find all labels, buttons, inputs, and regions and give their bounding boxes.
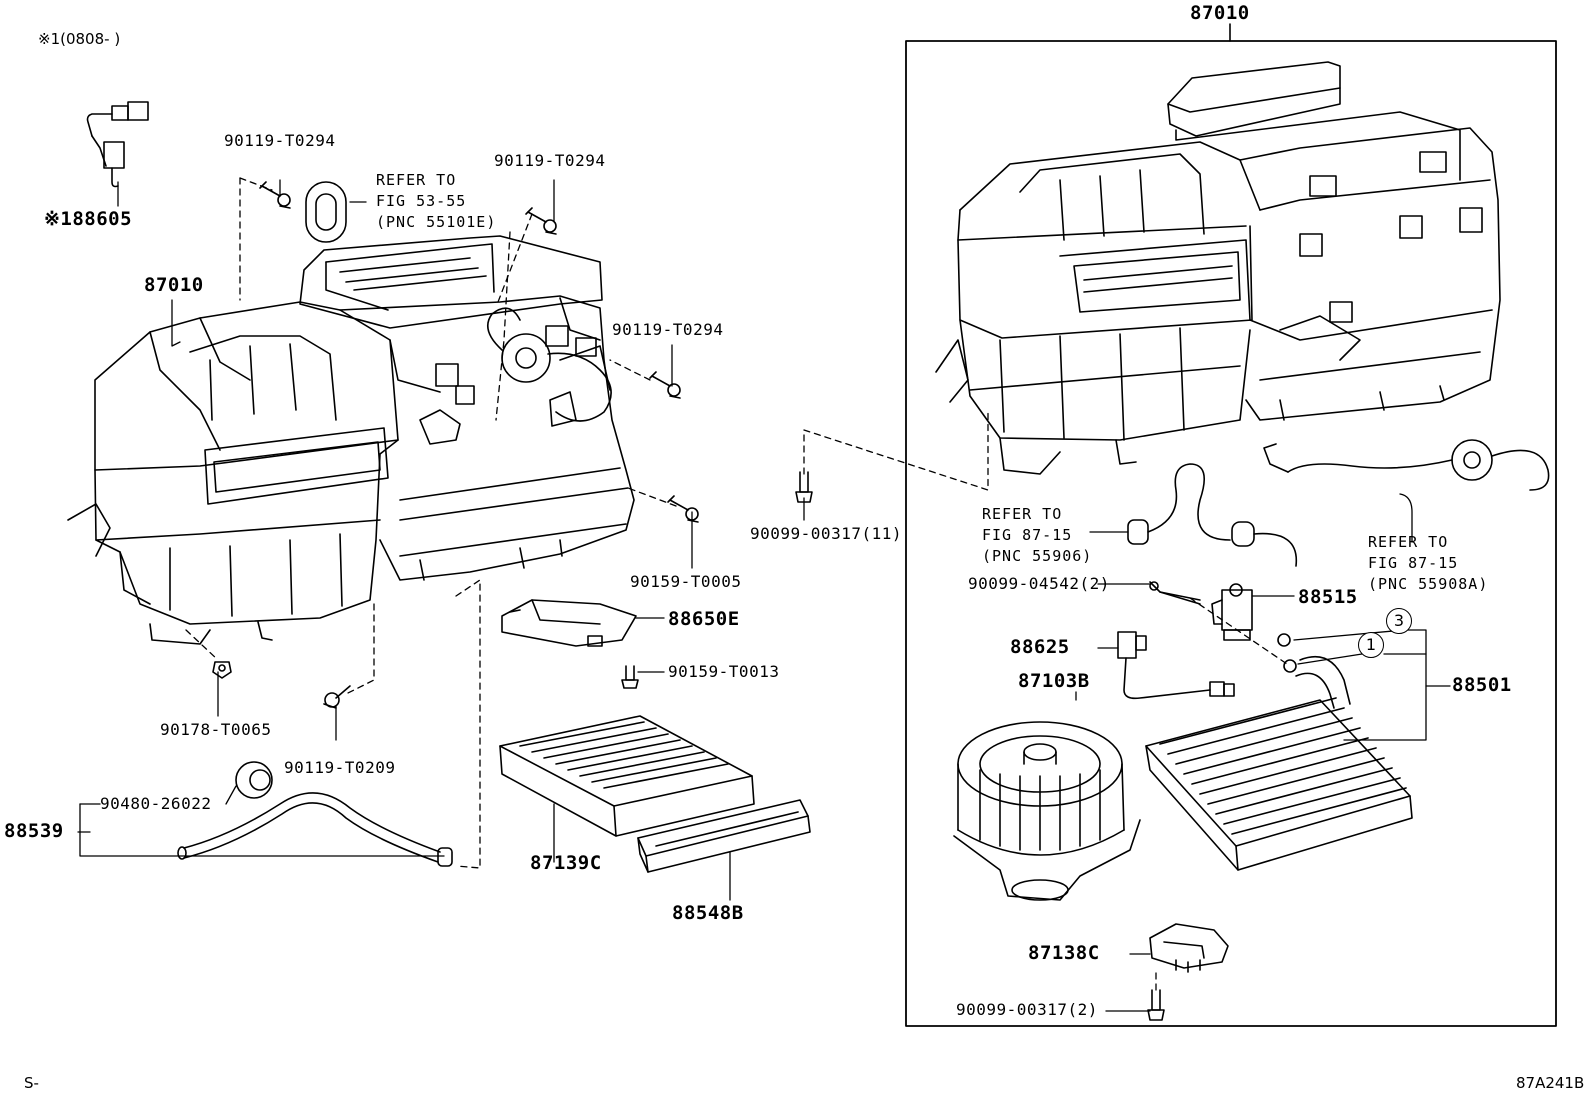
label-88605: ※188605 <box>44 208 133 230</box>
label-90159-t0013: 90159-T0013 <box>668 662 780 681</box>
o-ring-1 <box>1283 659 1297 673</box>
label-90178-t0065: 90178-T0065 <box>160 720 272 739</box>
label-88625: 88625 <box>1010 636 1070 658</box>
hvac-unit-right-drawing <box>935 61 1501 475</box>
refer-55908a-line1: REFER TO <box>1368 533 1449 551</box>
label-90119-t0294-a: 90119-T0294 <box>224 131 336 150</box>
resistor-87138c-drawing <box>1149 923 1229 973</box>
blower-motor-87103b-drawing <box>953 721 1141 901</box>
bolt-90119-t0294-a <box>259 181 291 209</box>
refer-note-55906: REFER TO FIG 87-15 (PNC 55906) <box>982 504 1092 567</box>
callout-circle-3: 3 <box>1386 608 1412 634</box>
assembly-frame-87010 <box>905 40 1557 1027</box>
label-90119-t0294-b: 90119-T0294 <box>494 151 606 170</box>
label-90119-t0209: 90119-T0209 <box>284 758 396 777</box>
refer-55101e-line2: FIG 53-55 <box>376 192 467 210</box>
label-90480-26022: 90480-26022 <box>100 794 212 813</box>
dashed-alignment-lines <box>185 177 1291 991</box>
header-note: ※1(0808- ) <box>38 30 121 48</box>
label-90099-00317-11: 90099-00317(11) <box>750 524 902 543</box>
label-87010-right: 87010 <box>1190 2 1250 24</box>
refer-55906-line2: FIG 87-15 <box>982 526 1073 544</box>
sensor-55908a-drawing <box>1263 439 1550 491</box>
label-88539: 88539 <box>4 820 64 842</box>
bolt-90119-t0294-c <box>649 371 681 399</box>
cover-88548b-drawing <box>637 799 811 873</box>
bolt-90119-t0209 <box>323 685 351 709</box>
refer-55906-line1: REFER TO <box>982 505 1063 523</box>
label-88515: 88515 <box>1298 586 1358 608</box>
evaporator-88501-drawing <box>1145 655 1413 871</box>
refer-55101e-line1: REFER TO <box>376 171 457 189</box>
filter-87139c-drawing <box>499 715 755 837</box>
label-87138c: 87138C <box>1028 942 1100 964</box>
label-88501: 88501 <box>1452 674 1512 696</box>
refer-note-55101e: REFER TO FIG 53-55 (PNC 55101E) <box>376 170 496 233</box>
grommet-55101e-drawing <box>305 181 347 243</box>
label-88650e: 88650E <box>668 608 740 630</box>
label-88548b: 88548B <box>672 902 744 924</box>
figure-code: 87A241B <box>1516 1074 1585 1092</box>
bolt-90159-t0005 <box>667 495 699 523</box>
refer-55908a-line2: FIG 87-15 <box>1368 554 1459 572</box>
hvac-unit-left-drawing <box>67 235 635 645</box>
label-90119-t0294-c: 90119-T0294 <box>612 320 724 339</box>
label-90099-04542: 90099-04542(2) <box>968 574 1110 593</box>
screw-90099-00317-2 <box>1147 989 1165 1021</box>
valve-88515-drawing <box>1211 583 1253 641</box>
screw-90159-t0013 <box>621 665 639 689</box>
bolt-90119-t0294-b <box>525 207 557 235</box>
leader-lines <box>77 179 1451 1012</box>
sensor-88605-drawing <box>86 101 149 188</box>
harness-88625-drawing <box>1117 631 1235 700</box>
label-87103b: 87103B <box>1018 670 1090 692</box>
screw-90099-00317-11 <box>795 471 813 503</box>
refer-55101e-line3: (PNC 55101E) <box>376 213 497 231</box>
label-87139c: 87139C <box>530 852 602 874</box>
nut-90178-t0065 <box>212 661 232 679</box>
label-90159-t0005: 90159-T0005 <box>630 572 742 591</box>
footer-left-code: S- <box>24 1074 39 1092</box>
label-87010-left: 87010 <box>144 274 204 296</box>
hose-88539-drawing <box>177 761 453 867</box>
refer-note-55908a: REFER TO FIG 87-15 (PNC 55908A) <box>1368 532 1488 595</box>
bolt-90099-04542 <box>1149 581 1201 605</box>
refer-55906-line3: (PNC 55906) <box>982 547 1093 565</box>
o-ring-3 <box>1277 633 1291 647</box>
sensor-55906-drawing <box>1127 463 1298 567</box>
callout-circle-1: 1 <box>1358 632 1384 658</box>
amplifier-88650e-drawing <box>501 599 637 647</box>
label-90099-00317-2: 90099-00317(2) <box>956 1000 1098 1019</box>
refer-55908a-line3: (PNC 55908A) <box>1368 575 1489 593</box>
